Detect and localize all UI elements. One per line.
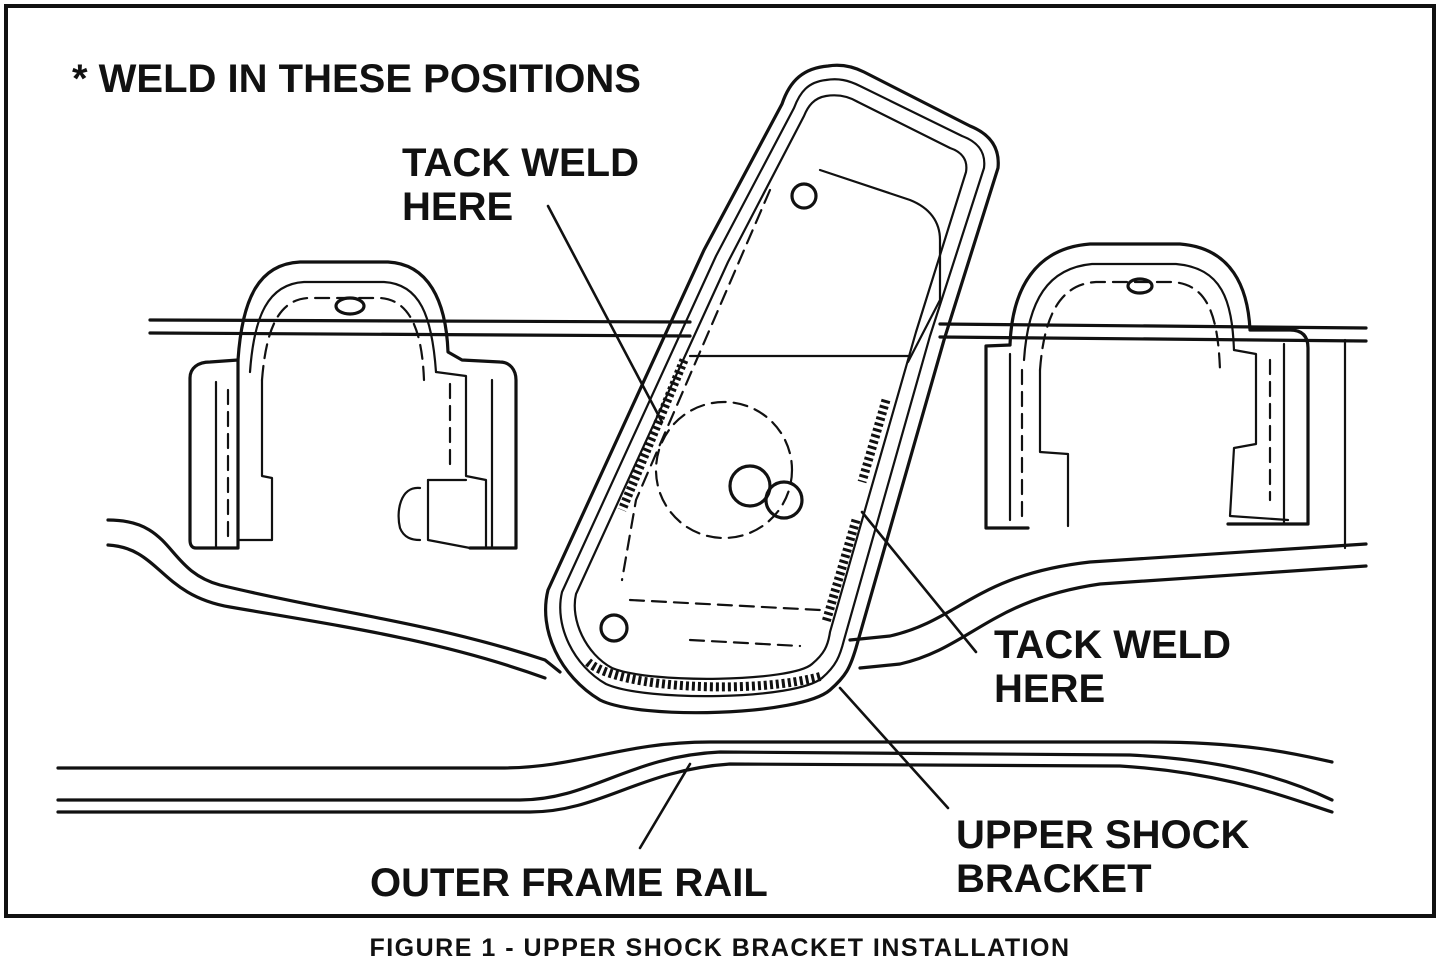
tack-weld-lower-line-1: TACK WELD bbox=[994, 623, 1231, 667]
upper-shock-bracket-callout: UPPER SHOCK BRACKET bbox=[956, 813, 1261, 901]
right-shackle-bracket bbox=[984, 242, 1310, 530]
tack-weld-lower-callout: TACK WELD HERE bbox=[994, 623, 1242, 711]
upper-shock-bracket-line-1: UPPER SHOCK bbox=[956, 813, 1249, 857]
weld-note: * WELD IN THESE POSITIONS bbox=[72, 57, 641, 101]
leader-lines bbox=[546, 204, 978, 850]
tack-weld-upper-line-2: HERE bbox=[402, 185, 513, 229]
left-shackle-bracket bbox=[188, 260, 518, 550]
outer-frame-rail-callout: OUTER FRAME RAIL bbox=[370, 861, 768, 905]
upper-shock-bracket bbox=[544, 63, 1000, 715]
outer-frame-rail bbox=[56, 740, 1334, 814]
tack-weld-lower-line-2: HERE bbox=[994, 667, 1105, 711]
upper-shock-bracket-line-2: BRACKET bbox=[956, 857, 1152, 901]
figure-caption: FIGURE 1 - UPPER SHOCK BRACKET INSTALLAT… bbox=[369, 934, 1070, 962]
tack-weld-upper-line-1: TACK WELD bbox=[402, 141, 639, 185]
tack-weld-upper-callout: TACK WELD HERE bbox=[402, 141, 650, 229]
